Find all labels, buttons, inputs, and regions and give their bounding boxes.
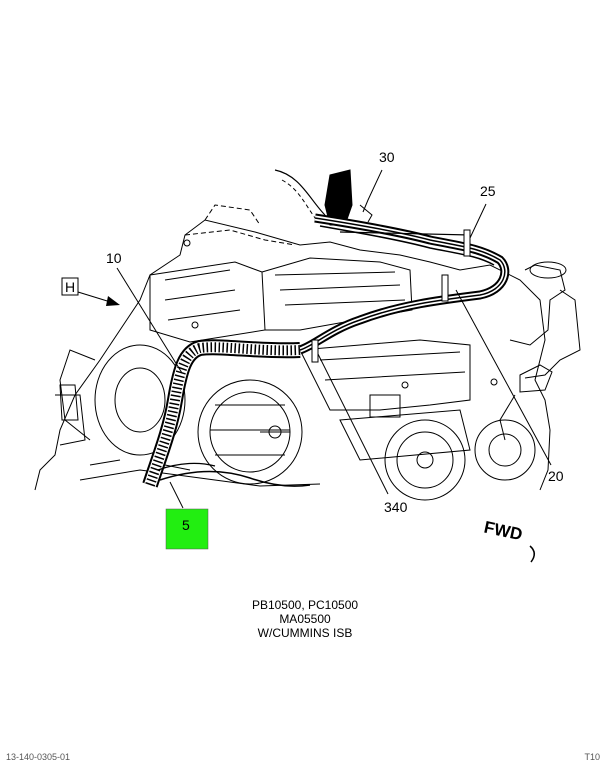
- callout-h-box: [61, 277, 79, 296]
- engine-line-art: [34, 169, 581, 501]
- callout-5-highlight[interactable]: [165, 508, 209, 550]
- fwd-arrow-icon: [529, 545, 535, 563]
- footer-page-id: T10: [584, 752, 600, 762]
- leader-lines: [77, 169, 552, 509]
- caption-line-models: PB10500, PC10500: [251, 598, 359, 612]
- callout-20: 20: [548, 468, 564, 484]
- footer-doc-number: 13-140-0305-01: [6, 752, 71, 762]
- fwd-label: FWD: [482, 518, 524, 545]
- applicability-caption: PB10500, PC10500 MA05500 W/CUMMINS ISB: [0, 598, 610, 640]
- callout-10: 10: [106, 250, 122, 266]
- caption-line-ma: MA05500: [279, 612, 331, 626]
- callout-30: 30: [379, 149, 395, 165]
- callout-h: H: [65, 279, 75, 295]
- caption-line-engine: W/CUMMINS ISB: [257, 626, 353, 640]
- wiring-harness-bundle: [142, 213, 510, 488]
- callout-5[interactable]: 5: [182, 517, 190, 533]
- arrow-head-icon: [106, 296, 120, 306]
- callout-25: 25: [480, 183, 496, 199]
- callout-340: 340: [384, 499, 408, 515]
